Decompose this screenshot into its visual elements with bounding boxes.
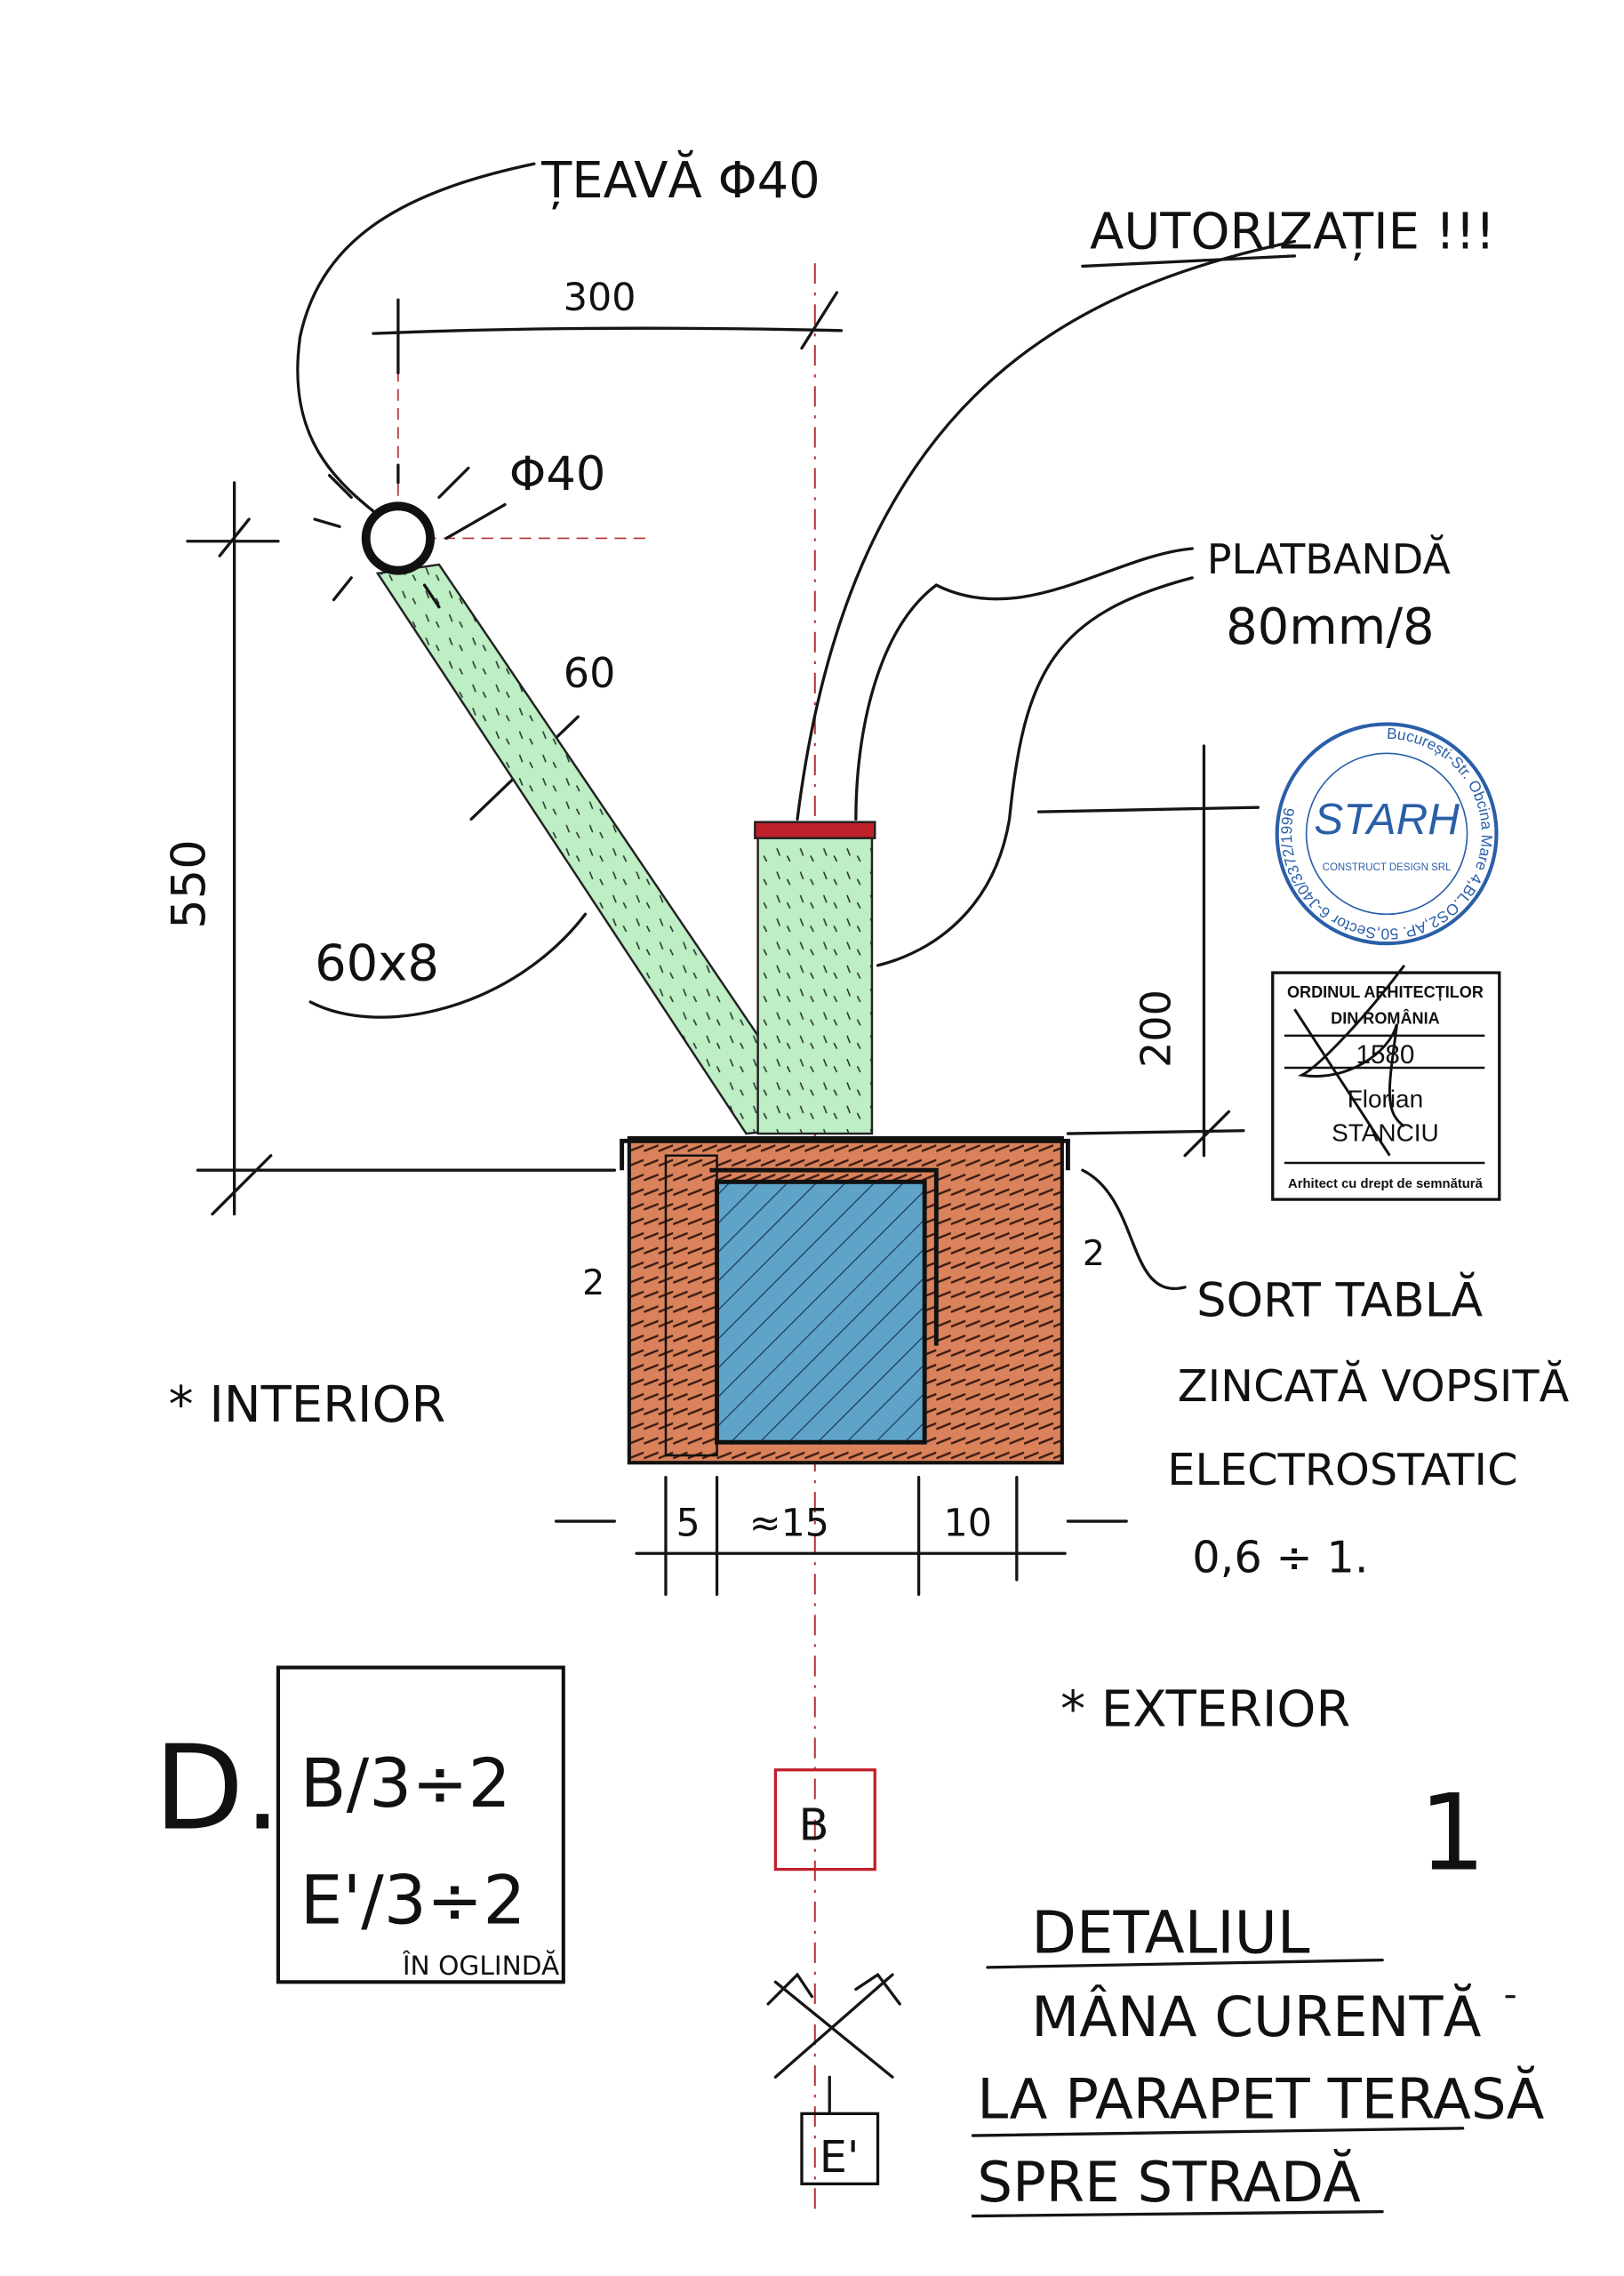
flat-bar-post — [756, 825, 874, 1135]
title-underlines — [971, 1958, 1516, 2218]
flat-bar-label-2: 80mm/8 — [1226, 598, 1435, 656]
detail-mark: D. — [154, 1721, 281, 1857]
reference-b: B/3÷2 — [300, 1744, 511, 1823]
pipe-rays — [313, 463, 507, 609]
diagonal-bar-label: 60x8 — [315, 934, 439, 992]
flashing-line-3: ELECTROSTATIC — [1167, 1444, 1517, 1495]
dim-bottom-10: 10 — [944, 1502, 992, 1546]
gap-right: 2 — [1083, 1233, 1105, 1274]
dim-300: 300 — [564, 276, 636, 320]
flashing-sheet — [620, 1138, 1070, 1346]
leader-lines — [296, 162, 1297, 1291]
sheet-number: 1 — [1419, 1772, 1485, 1895]
title-line-4: SPRE STRADĂ — [977, 2148, 1361, 2215]
section-cut-symbol — [766, 1972, 901, 2116]
title-line-2: MÂNA CURENTĂ — [1031, 1983, 1481, 2049]
order-line-2: DIN ROMÂNIA — [1331, 1009, 1440, 1028]
company-sub: CONSTRUCT DESIGN SRL — [1323, 862, 1452, 873]
section-box-b — [773, 1768, 876, 1871]
reference-mirror: ÎN OGLINDĂ — [402, 1949, 560, 1981]
dim-550: 550 — [163, 839, 217, 928]
wall-insulation — [664, 1154, 718, 1457]
title-line-3: LA PARAPET TERASĂ — [977, 2064, 1544, 2131]
order-line-1: ORDINUL ARHITECȚILOR — [1287, 983, 1484, 1001]
title-line-1: DETALIUL — [1031, 1898, 1310, 1967]
flat-bar-label-1: PLATBANDĂ — [1207, 534, 1452, 583]
company-stamp: București-Str. Obcina Mare 4,BL.OS2,AP. … — [1275, 722, 1499, 946]
pipe-section — [361, 501, 436, 575]
company-logo: STARH — [1314, 795, 1460, 844]
dim-bottom-5: 5 — [676, 1502, 700, 1546]
dim-200: 200 — [1132, 990, 1180, 1068]
post-cap — [754, 821, 876, 839]
pipe-label: ȚEAVĂ Φ40 — [540, 151, 820, 210]
architect-last: STANCIU — [1332, 1118, 1439, 1146]
gap-left: 2 — [582, 1262, 604, 1303]
flashing-line-2: ZINCATĂ VOPSITĂ — [1178, 1358, 1570, 1412]
exterior-label: * EXTERIOR — [1060, 1680, 1350, 1738]
dimension-lines — [186, 291, 1260, 1596]
authorization-note: AUTORIZAȚIE !!! — [1090, 204, 1495, 261]
architect-stamp: ORDINUL ARHITECȚILOR DIN ROMÂNIA 1580 Fl… — [1271, 964, 1501, 1201]
flashing-line-4: 0,6 ÷ 1. — [1192, 1532, 1368, 1583]
interior-label: * INTERIOR — [169, 1376, 446, 1434]
dim-bottom-15: ≈15 — [749, 1502, 829, 1546]
architect-role: Arhitect cu drept de semnătură — [1288, 1177, 1483, 1191]
signature — [1293, 964, 1406, 1157]
reference-box — [276, 1665, 565, 1984]
pipe-diameter: Φ40 — [509, 447, 605, 501]
section-mark-e: E' — [820, 2131, 860, 2183]
dim-60: 60 — [564, 649, 616, 697]
section-mark-b: B — [799, 1799, 829, 1851]
flashing-line-1: SORT TABLĂ — [1196, 1271, 1483, 1328]
reference-e: E'/3÷2 — [300, 1861, 526, 1939]
section-box-e — [800, 2112, 880, 2185]
concrete-core — [715, 1179, 927, 1445]
